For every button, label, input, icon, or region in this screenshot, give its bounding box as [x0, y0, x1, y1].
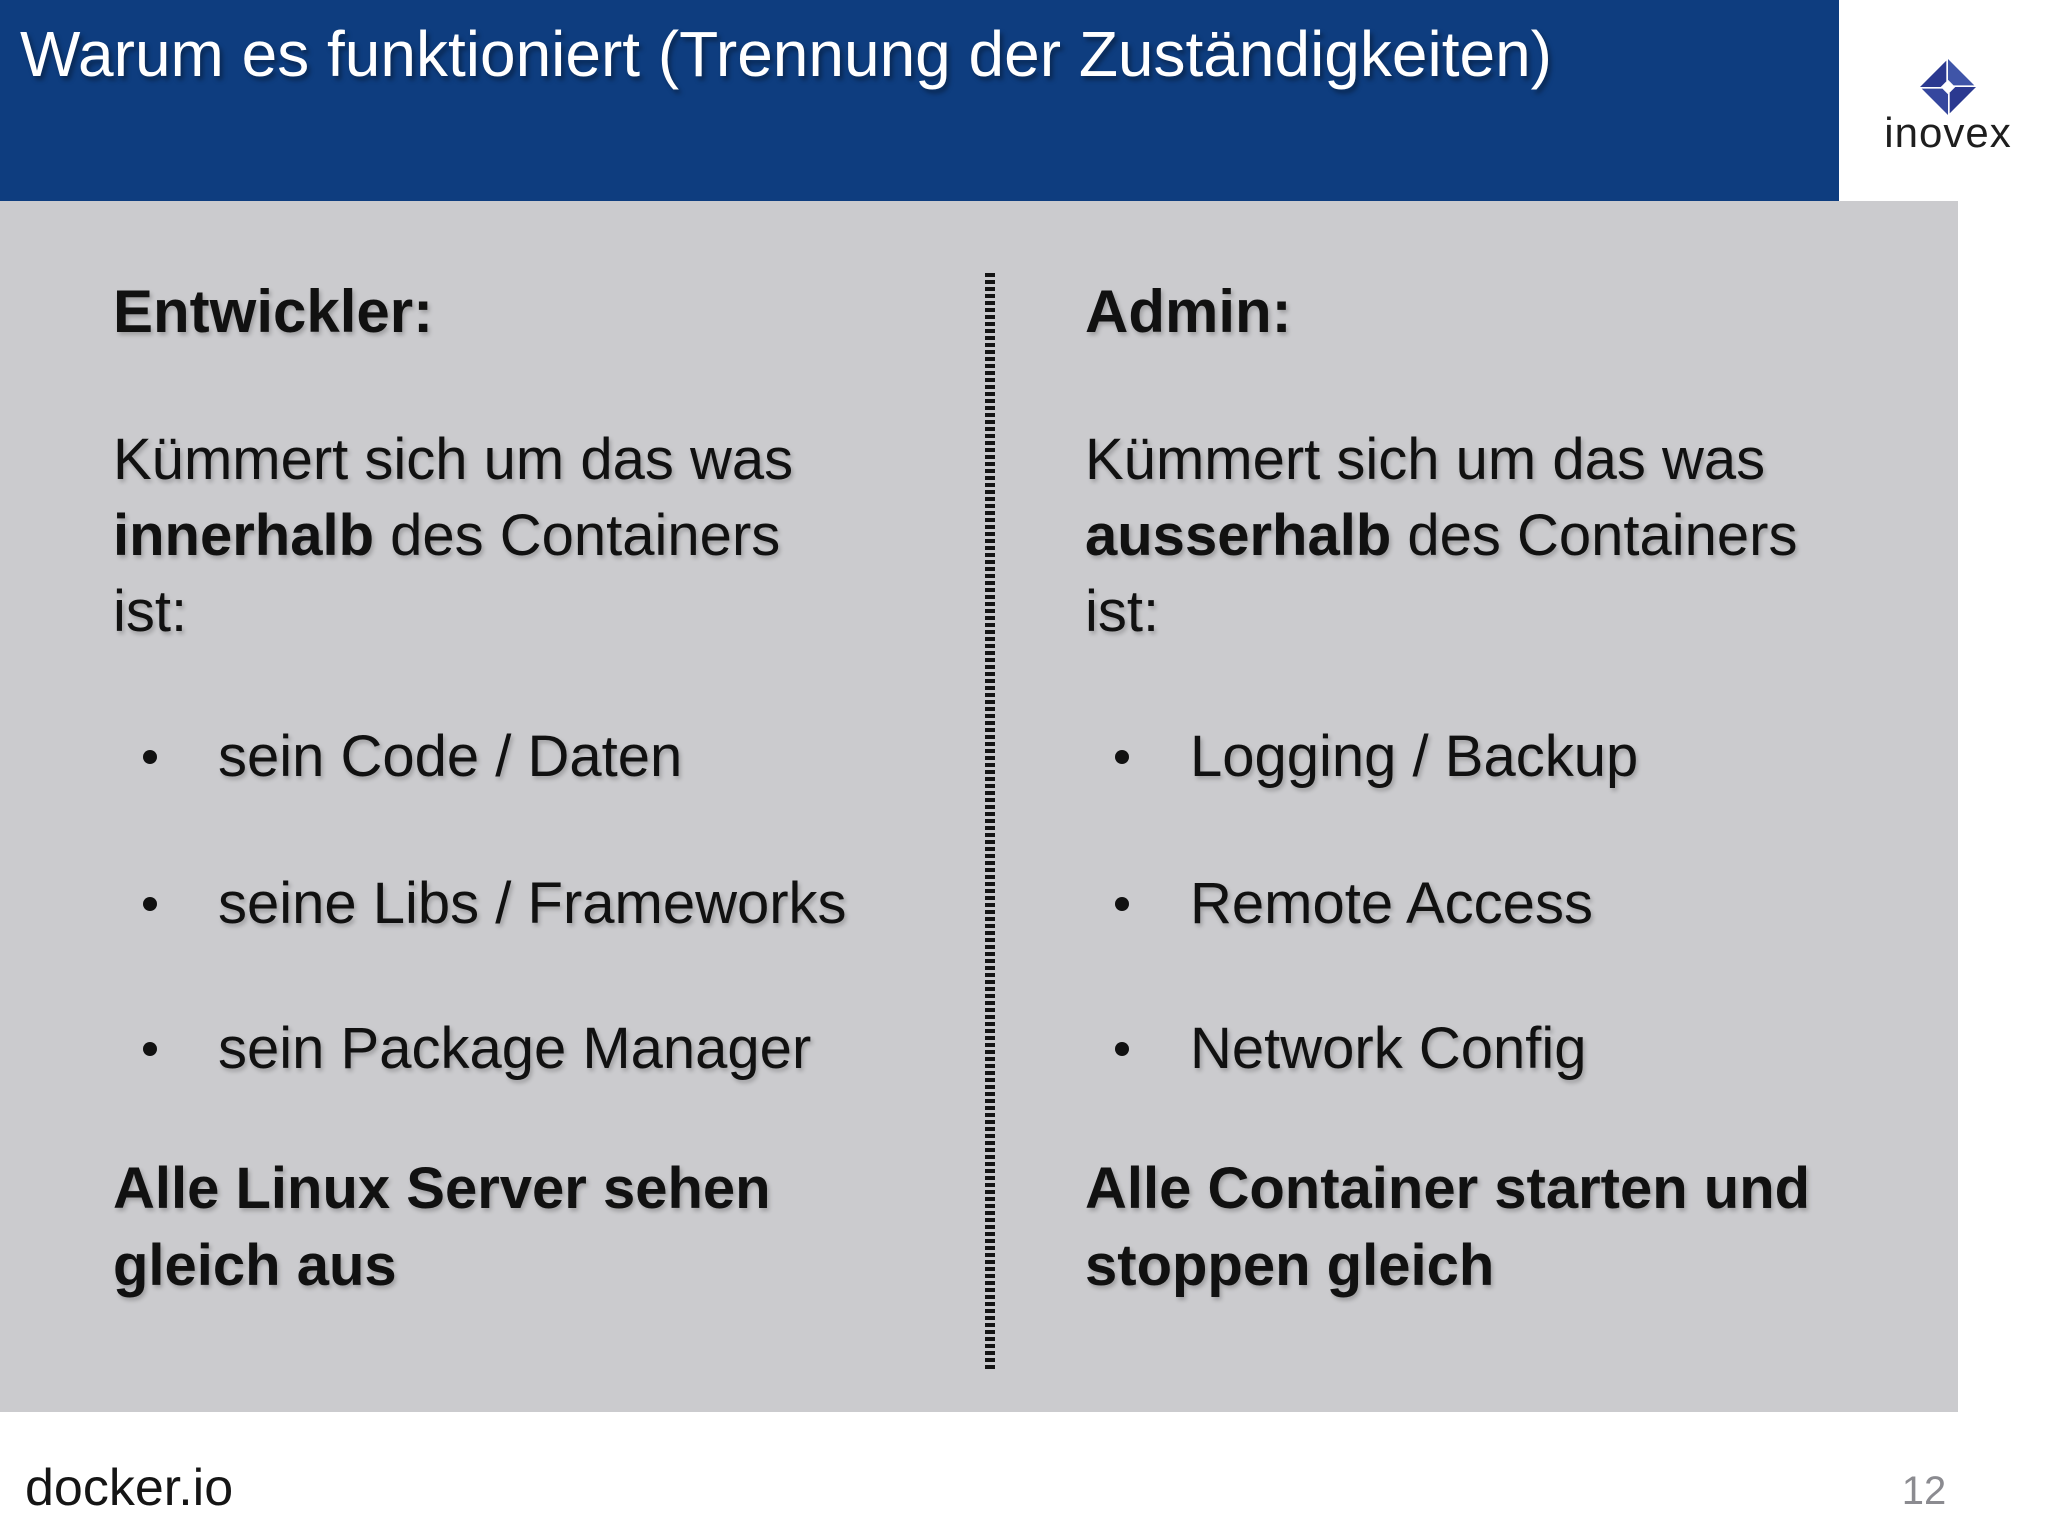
- bullet-item: Remote Access: [1115, 875, 1593, 933]
- right-column-heading: Admin:: [1085, 278, 1292, 345]
- intro-bold-word: ausserhalb: [1085, 503, 1392, 568]
- bullet-label: sein Package Manager: [218, 1016, 812, 1081]
- bullet-item: sein Code / Daten: [143, 728, 682, 786]
- inovex-logo-text: inovex: [1884, 109, 2012, 156]
- intro-line: ist:: [113, 579, 188, 644]
- slide-title: Warum es funktioniert (Trennung der Zust…: [20, 18, 1552, 90]
- bullet-item: sein Package Manager: [143, 1020, 811, 1078]
- closing-line: stoppen gleich: [1085, 1233, 1495, 1298]
- intro-line-rest: des Containers: [374, 503, 781, 568]
- right-intro: Kümmert sich um das was ausserhalb des C…: [1085, 422, 1798, 650]
- closing-line: Alle Linux Server sehen: [113, 1156, 771, 1221]
- intro-line-rest: des Containers: [1391, 503, 1798, 568]
- closing-line: gleich aus: [113, 1233, 397, 1298]
- page-number: 12: [1901, 1469, 1947, 1513]
- bullet-label: Network Config: [1190, 1016, 1587, 1081]
- bullet-dot-icon: [1115, 1042, 1129, 1056]
- left-column-heading: Entwickler:: [113, 278, 434, 345]
- left-closing: Alle Linux Server sehen gleich aus: [113, 1150, 771, 1304]
- bullet-label: Logging / Backup: [1190, 724, 1639, 789]
- intro-line: Kümmert sich um das was: [113, 427, 794, 492]
- bullet-item: Logging / Backup: [1115, 728, 1638, 786]
- title-bar: Warum es funktioniert (Trennung der Zust…: [0, 0, 1839, 201]
- bullet-item: seine Libs / Frameworks: [143, 875, 847, 933]
- bullet-dot-icon: [1115, 897, 1129, 911]
- intro-line: ausserhalb des Containers: [1085, 498, 1798, 574]
- inovex-logo-icon: [1920, 59, 1976, 115]
- docker-io-label: docker.io: [25, 1459, 234, 1517]
- bullet-dot-icon: [1115, 750, 1129, 764]
- intro-line: ist:: [1085, 579, 1160, 644]
- bullet-label: Remote Access: [1190, 871, 1593, 936]
- column-divider: [985, 273, 995, 1369]
- bullet-item: Network Config: [1115, 1020, 1586, 1078]
- closing-line: Alle Container starten und: [1085, 1156, 1811, 1221]
- left-intro: Kümmert sich um das was innerhalb des Co…: [113, 422, 793, 650]
- content-panel: Entwickler: Kümmert sich um das was inne…: [0, 201, 1958, 1412]
- right-closing: Alle Container starten und stoppen gleic…: [1085, 1150, 1810, 1304]
- bullet-label: seine Libs / Frameworks: [218, 871, 847, 936]
- bullet-dot-icon: [143, 897, 157, 911]
- bullet-dot-icon: [143, 750, 157, 764]
- bullet-dot-icon: [143, 1042, 157, 1056]
- intro-line: Kümmert sich um das was: [1085, 427, 1766, 492]
- intro-bold-word: innerhalb: [113, 503, 375, 568]
- intro-line: innerhalb des Containers: [113, 498, 793, 574]
- bullet-label: sein Code / Daten: [218, 724, 683, 789]
- logo-area: inovex: [1839, 0, 2048, 201]
